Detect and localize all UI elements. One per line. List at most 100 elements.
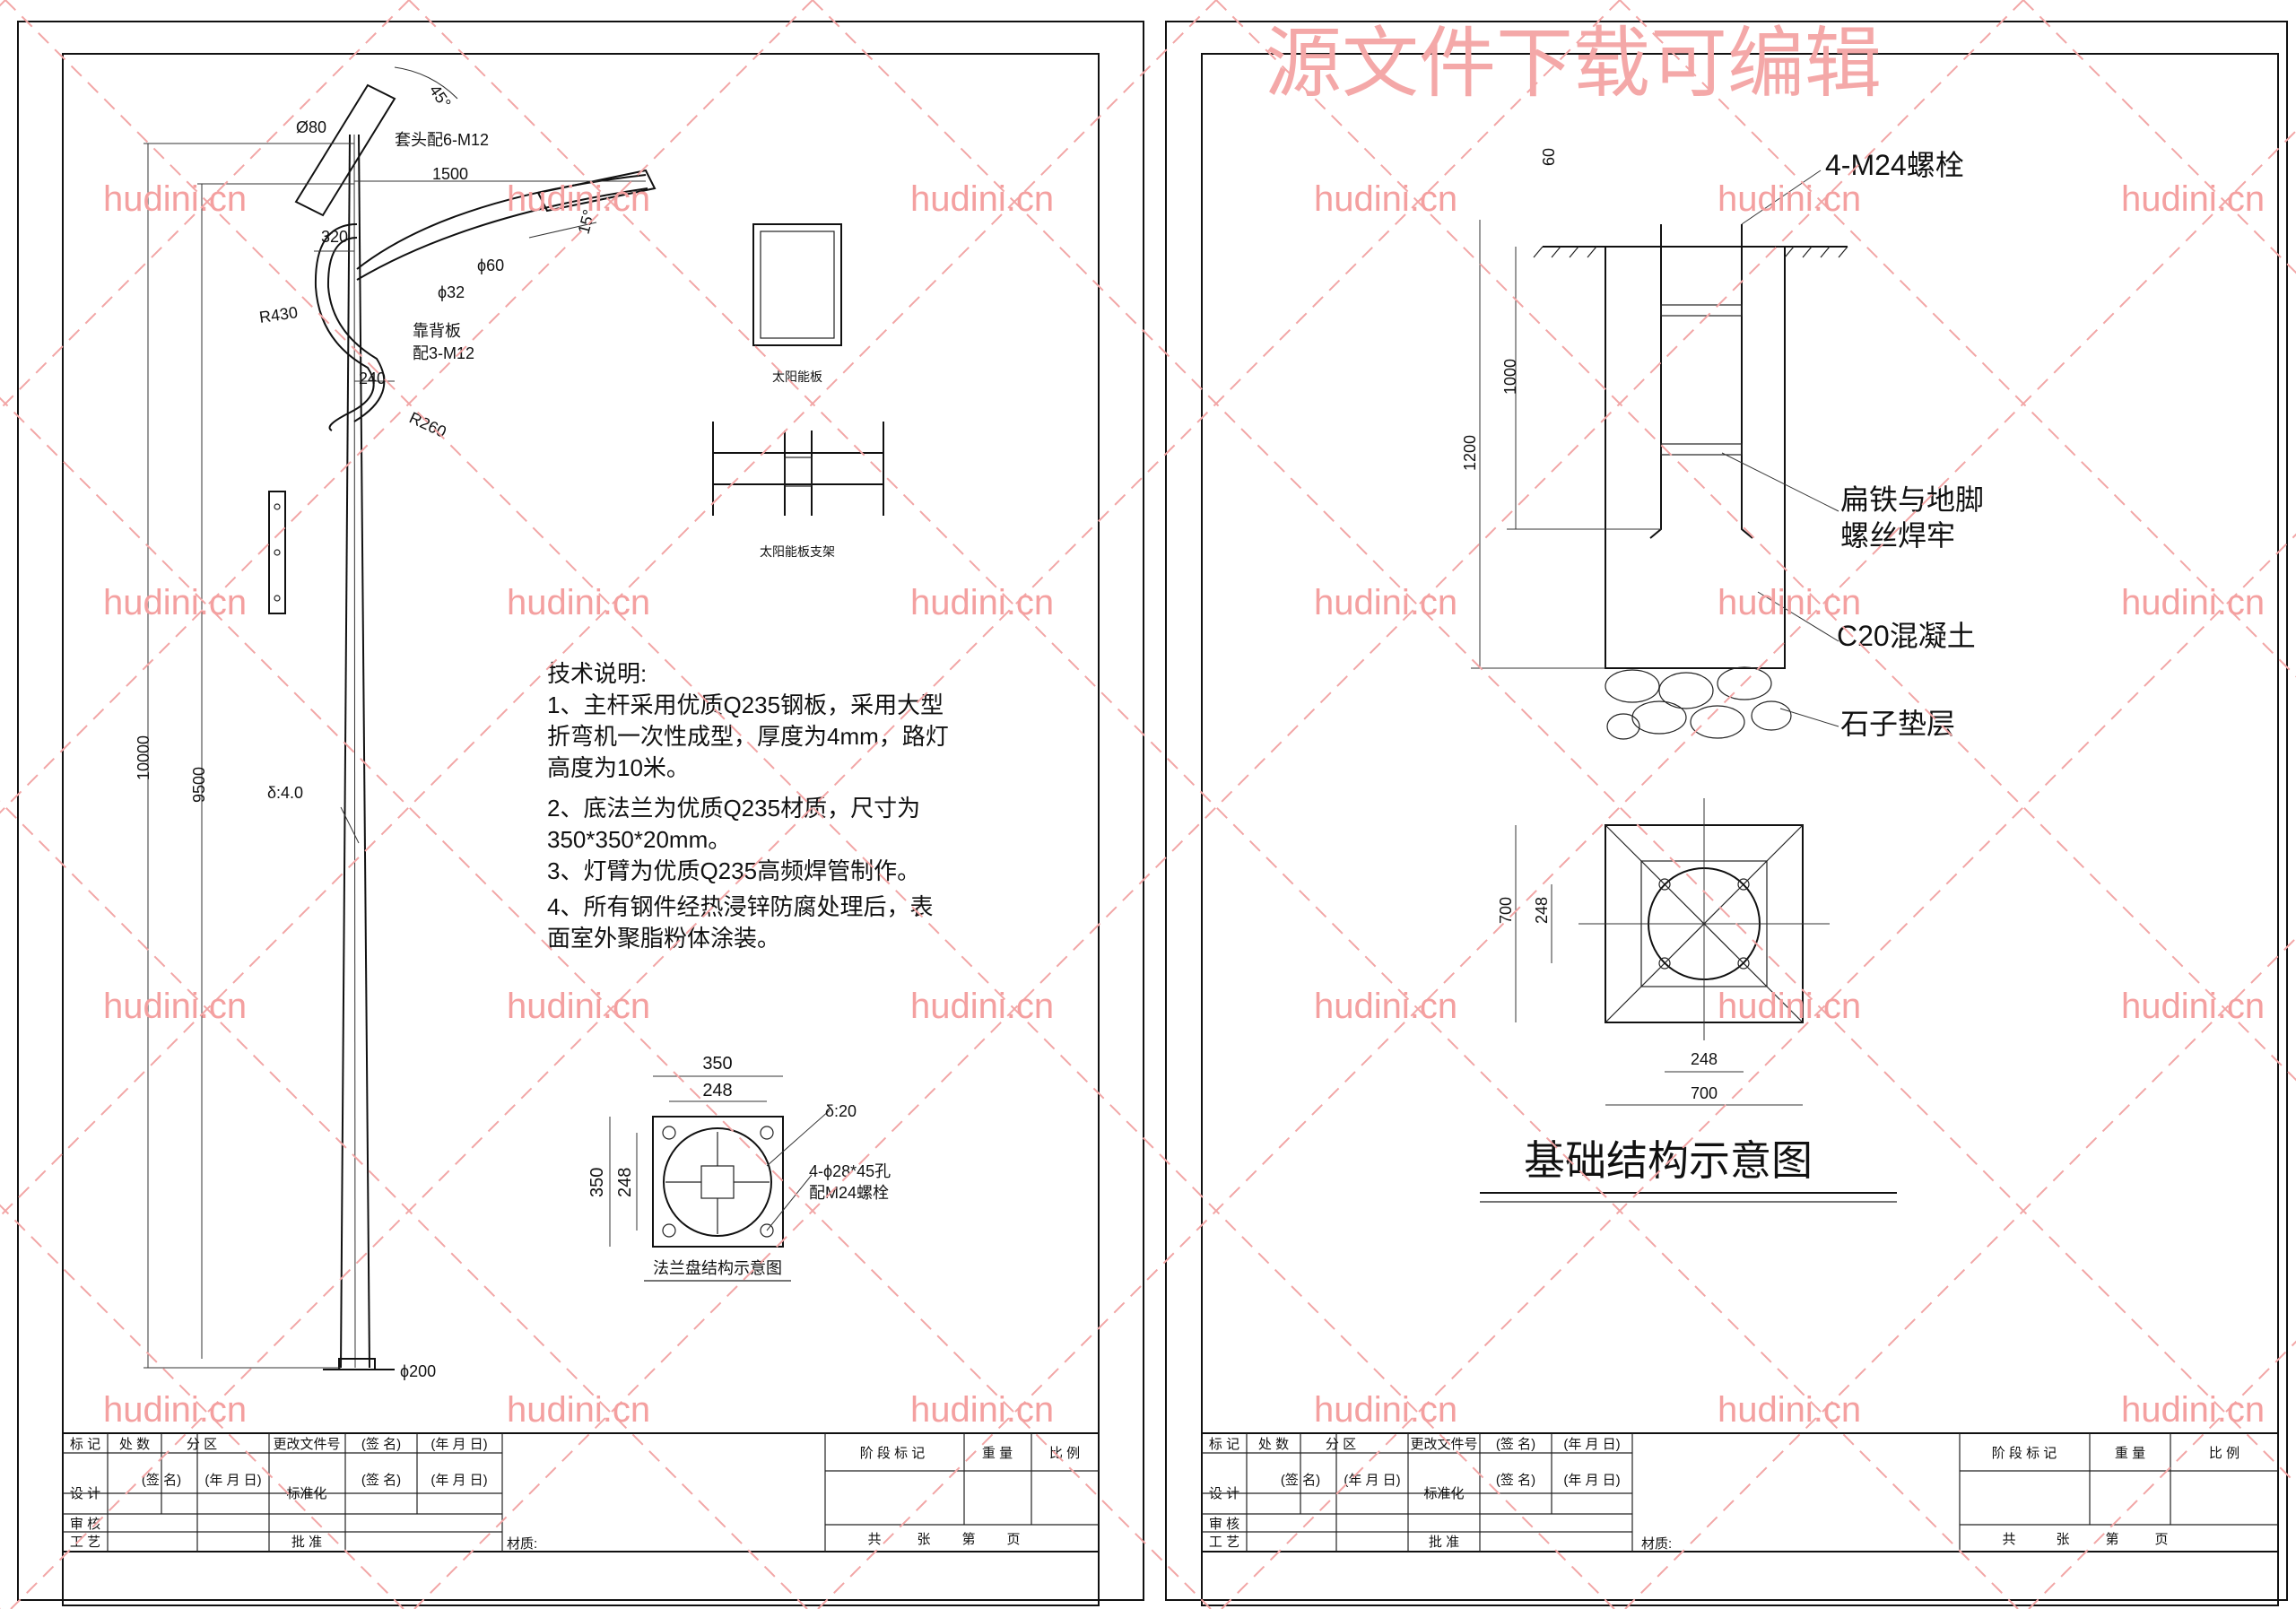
tb-left-material: 材质:	[507, 1536, 537, 1552]
tech-note-line-4: 2、底法兰为优质Q235材质，尺寸为	[547, 795, 920, 822]
right-sheet-title: 基础结构示意图	[1524, 1137, 1813, 1184]
watermark-site-text: hudini.cn	[1314, 179, 1457, 219]
tb-right-date: (年 月 日)	[1563, 1437, 1620, 1452]
watermark-site-text: hudini.cn	[507, 179, 650, 219]
tb-left-design: 设 计	[70, 1486, 100, 1501]
right-sheet-border	[1165, 21, 2288, 1601]
tb-right-standard-date: (年 月 日)	[1563, 1473, 1620, 1488]
tb-left-scale: 比 例	[1049, 1446, 1080, 1461]
watermark-diagonal	[2028, 1340, 2296, 1609]
watermark-site-text: hudini.cn	[1314, 583, 1457, 622]
flange-dim-outer-h: 350	[587, 1168, 607, 1197]
tech-note-line-3: 高度为10米。	[547, 754, 690, 781]
back-plate-hole-mid	[274, 549, 281, 556]
label-plan-700-v: 700	[1497, 897, 1515, 924]
watermark-site-text: hudini.cn	[103, 583, 247, 622]
label-height-total: 10000	[135, 735, 152, 780]
tb-left-standard-date: (年 月 日)	[430, 1473, 487, 1488]
watermark-site-text: hudini.cn	[910, 583, 1054, 622]
tb-left-sheets: 张	[917, 1532, 930, 1547]
lamp-head	[536, 169, 657, 213]
tb-left-total: 共	[867, 1532, 881, 1547]
tb-left-zone: 分 区	[187, 1437, 217, 1452]
plan-bolt-bl	[1658, 957, 1671, 970]
tech-note-line-7: 4、所有钢件经热浸锌防腐处理后，表	[547, 893, 933, 920]
watermark-site-text: hudini.cn	[507, 583, 650, 622]
tb-right-material: 材质:	[1641, 1536, 1672, 1552]
label-brace-dia: ϕ32	[438, 283, 465, 301]
pole-drawing	[144, 66, 657, 1370]
tech-note-line-8: 面室外聚脂粉体涂装。	[547, 925, 780, 952]
label-angle-panel: 45°	[426, 82, 455, 112]
tb-right-scale: 比 例	[2209, 1446, 2239, 1461]
flange-plan: 350 248 350 248 δ:20 4-ϕ28*45孔 配M24螺栓 法兰…	[587, 1054, 891, 1282]
right-sheet-inner-frame	[1201, 53, 2279, 1606]
tb-left-standard: 标准化	[286, 1486, 326, 1501]
panel-caption: 太阳能板	[772, 370, 822, 384]
tb-right-change-doc: 更改文件号	[1410, 1437, 1477, 1452]
tb-right-sign: (签 名)	[1496, 1437, 1535, 1452]
label-height-9500: 9500	[190, 767, 208, 803]
watermark-diagonal	[0, 1204, 404, 1609]
watermark-site-text: hudini.cn	[507, 1390, 650, 1430]
label-offset-240: 240	[359, 370, 386, 387]
watermark-site-text: hudini.cn	[1718, 583, 1861, 622]
pole-labels: Ø80 套头配6-M12 1500 45° 15° 320 ϕ60 ϕ32 R4…	[135, 82, 598, 1380]
foundation-section: 4-M24螺栓 60 1000 1200 扁铁与地脚 螺丝焊牢 C20混凝土 石…	[1461, 148, 1984, 740]
watermark-site-text: hudini.cn	[103, 1390, 247, 1430]
watermark-diagonal	[1215, 0, 2296, 1082]
label-concrete: C20混凝土	[1837, 620, 1976, 652]
solar-panel-front	[752, 223, 842, 346]
plan-bolt-br	[1737, 957, 1750, 970]
flange-center-hole	[700, 1165, 735, 1199]
watermark-site-text: hudini.cn	[1718, 1390, 1861, 1430]
foundation-plan: 700 248 248 700	[1497, 798, 1830, 1106]
anchor-bolt-left	[1649, 224, 1662, 539]
title-block-left: 标 记 处 数 分 区 更改文件号 (签 名) (年 月 日) 设 计 (签 名…	[62, 1432, 1100, 1552]
tb-right-count: 处 数	[1258, 1437, 1289, 1452]
tech-note-line-2: 折弯机一次性成型，厚度为4mm，路灯	[547, 723, 949, 750]
label-thickness: δ:4.0	[267, 784, 303, 802]
watermark-site-text: hudini.cn	[1718, 987, 1861, 1026]
plan-bolt-tl	[1658, 878, 1671, 891]
tb-left-design-sign: (签 名)	[142, 1473, 181, 1488]
bracket-caption: 太阳能板支架	[760, 544, 835, 559]
flange-dim-inner-h: 248	[615, 1168, 635, 1197]
gravel-leader	[1779, 708, 1839, 727]
flange-bolts: 配M24螺栓	[809, 1184, 889, 1202]
concrete-leader	[1757, 591, 1839, 642]
tb-left-count: 处 数	[119, 1437, 150, 1452]
tb-right-no: 第	[2105, 1531, 2118, 1547]
watermark-site-text: hudini.cn	[2121, 1390, 2265, 1430]
tb-left-process: 工 艺	[70, 1535, 100, 1550]
flange-dim-outer-w: 350	[702, 1054, 732, 1074]
flange-thickness-leader	[766, 1109, 831, 1167]
watermark-diagonal	[817, 129, 2296, 1609]
anchor-bolt-right	[1741, 224, 1753, 539]
flange-thickness: δ:20	[825, 1102, 857, 1120]
tb-right-design: 设 计	[1209, 1486, 1239, 1501]
flange-dim-inner-w: 248	[702, 1081, 732, 1100]
back-plate-detail	[268, 491, 286, 614]
tb-right-standard: 标准化	[1423, 1486, 1464, 1501]
pole-centerline	[353, 134, 356, 1369]
watermark-site-text: hudini.cn	[910, 987, 1054, 1026]
pole-left-edge	[340, 134, 351, 1369]
tb-right-zone: 分 区	[1326, 1437, 1356, 1452]
solar-panel-side	[294, 83, 396, 217]
label-dim-1200: 1200	[1461, 435, 1479, 471]
watermark-diagonal	[0, 0, 410, 411]
dim-15deg-line	[528, 222, 597, 239]
tb-right-approve: 批 准	[1429, 1535, 1459, 1550]
watermark-diagonal	[2022, 0, 2296, 274]
gravel-layer	[1605, 666, 1792, 740]
back-plate-hole-top	[274, 503, 281, 510]
tb-right-design-date: (年 月 日)	[1344, 1473, 1400, 1488]
right-title-group: 基础结构示意图	[1480, 1137, 1897, 1203]
watermark-site-text: hudini.cn	[1718, 179, 1861, 219]
watermark-site-text: hudini.cn	[910, 179, 1054, 219]
left-sheet-border	[17, 21, 1144, 1601]
tb-right-weight: 重 量	[2115, 1446, 2145, 1461]
flange-holes-leader	[766, 1174, 813, 1231]
tb-left-standard-sign: (签 名)	[361, 1473, 401, 1488]
